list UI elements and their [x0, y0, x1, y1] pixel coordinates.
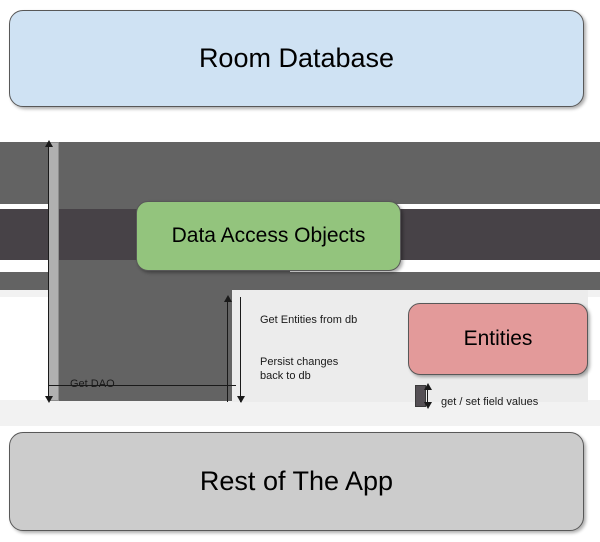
- node-entities-label: Entities: [463, 327, 533, 350]
- message-label-persist-changes: Persist changes back to db: [260, 356, 339, 382]
- node-rest-of-app-label: Rest of The App: [199, 466, 394, 496]
- arrowhead-down-icon: [237, 396, 245, 403]
- arrowhead-down-icon: [45, 396, 53, 403]
- activation-bar-entities: [415, 385, 426, 407]
- arrowhead-up-icon: [424, 383, 432, 390]
- arrow-persist-changes: [240, 297, 241, 402]
- activation-bar-room-database: [48, 142, 59, 401]
- node-entities[interactable]: Entities: [408, 303, 588, 375]
- arrow-field-values: [427, 385, 428, 407]
- message-label-get-entities: Get Entities from db: [260, 314, 358, 326]
- arrow-get-dao-lifeline: [48, 142, 49, 401]
- arrowhead-up-icon: [224, 295, 232, 302]
- node-data-access-objects[interactable]: Data Access Objects: [136, 201, 401, 271]
- node-rest-of-the-app[interactable]: Rest of The App: [9, 432, 584, 531]
- arrow-get-entities: [227, 297, 228, 402]
- arrowhead-up-icon: [45, 140, 53, 147]
- arrowhead-down-icon: [424, 402, 432, 409]
- node-dao-label: Data Access Objects: [171, 224, 366, 247]
- message-label-field-values: get / set field values: [441, 396, 539, 408]
- node-room-database[interactable]: Room Database: [9, 10, 584, 107]
- arrow-get-dao-horizontal: [48, 385, 236, 386]
- label-panel-bottom-strip: [0, 400, 600, 426]
- message-label-get-dao: Get DAO: [70, 378, 115, 390]
- node-room-database-label: Room Database: [198, 43, 395, 73]
